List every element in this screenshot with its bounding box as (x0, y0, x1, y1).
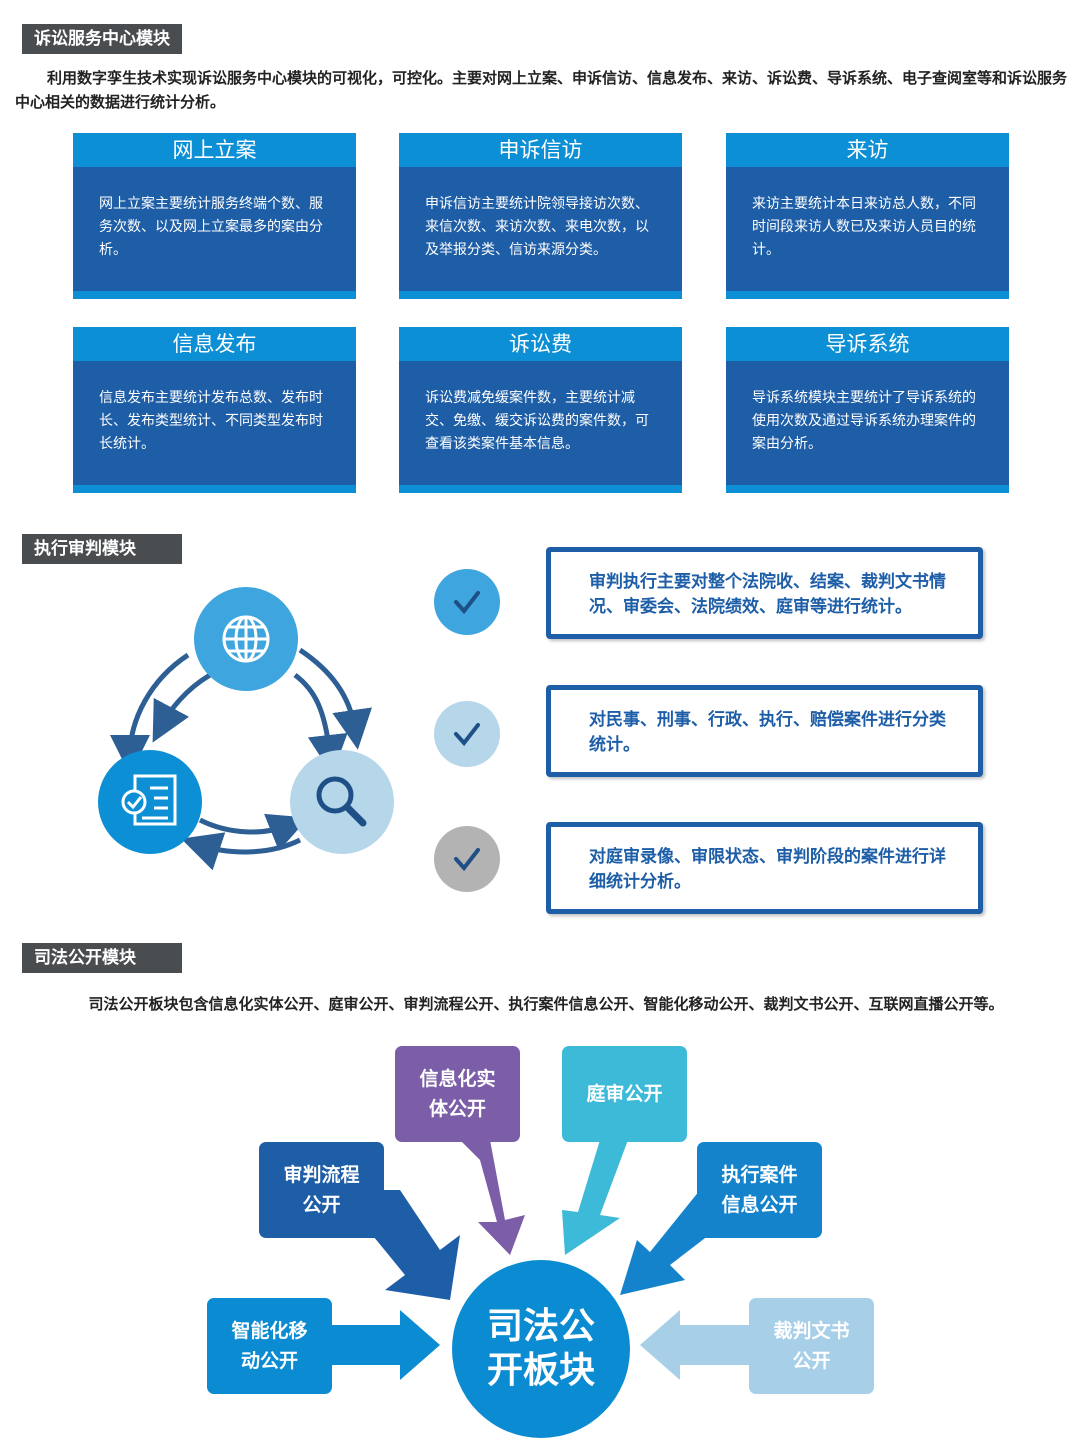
globe-icon (194, 587, 298, 691)
check-item-1 (434, 569, 500, 635)
document-check-icon (98, 750, 202, 854)
cycle-arrow (293, 673, 348, 775)
arrow-judgment-docs (640, 1310, 760, 1380)
card-text: 信息发布主要统计发布总数、发布时长、发布类型统计、不同类型发布时长统计。 (99, 390, 323, 452)
arrow-mobile (332, 1310, 440, 1380)
execution-text-box: 对民事、刑事、行政、执行、赔偿案件进行分类统计。 (546, 685, 983, 777)
card-footer-bar (73, 291, 356, 299)
box-trial-process: 审判流程公开 (259, 1142, 384, 1238)
execution-text: 对庭审录像、审限状态、审判阶段的案件进行详细统计分析。 (589, 847, 946, 892)
cycle-diagram (98, 587, 394, 870)
box-court-hearing: 庭审公开 (562, 1046, 687, 1142)
card-petition: 申诉信访 申诉信访主要统计院领导接访次数、来信次数、来访次数、来电次数，以及举报… (399, 133, 682, 299)
card-title: 信息发布 (73, 327, 356, 361)
box-label: 庭审公开 (586, 1083, 663, 1105)
cycle-arrow (181, 832, 302, 870)
card-text: 诉讼费减免缓案件数，主要统计减交、免缴、缓交诉讼费的案件数，可查看该类案件基本信… (425, 390, 649, 452)
card-title: 导诉系统 (726, 327, 1009, 361)
box-label: 信息化实体公开 (419, 1068, 496, 1120)
cycle-arrow (152, 672, 212, 743)
card-footer-bar (399, 485, 682, 493)
card-title: 诉讼费 (399, 327, 682, 361)
card-footer-bar (726, 291, 1009, 299)
card-text: 来访主要统计本日来访总人数，不同时间段来访人数已及来访人员目的统计。 (752, 196, 976, 258)
card-text: 网上立案主要统计服务终端个数、服务次数、以及网上立案最多的案由分析。 (99, 196, 323, 258)
cycle-arrow (110, 652, 190, 775)
cycle-arrow (198, 813, 309, 851)
card-online-filing: 网上立案 网上立案主要统计服务终端个数、服务次数、以及网上立案最多的案由分析。 (73, 133, 356, 299)
box-label: 智能化移动公开 (231, 1320, 308, 1372)
execution-text-box: 对庭审录像、审限状态、审判阶段的案件进行详细统计分析。 (546, 822, 983, 914)
hub-label: 司法公开板块 (486, 1306, 595, 1391)
card-footer-bar (399, 291, 682, 299)
section-tag-litigation: 诉讼服务中心模块 (22, 24, 182, 54)
execution-text-box: 审判执行主要对整个法院收、结案、裁判文书情况、审委会、法院绩效、庭审等进行统计。 (546, 547, 983, 639)
cycle-arrow (298, 647, 372, 750)
checkmark-icon (434, 569, 500, 635)
card-visit: 来访 来访主要统计本日来访总人数，不同时间段来访人数已及来访人员目的统计。 (726, 133, 1009, 299)
box-judgment-docs: 裁判文书公开 (749, 1298, 874, 1394)
card-guidance-system: 导诉系统 导诉系统模块主要统计了导诉系统的使用次数及通过导诉系统办理案件的案由分… (726, 327, 1009, 493)
section-intro-litigation: 利用数字孪生技术实现诉讼服务中心模块的可视化，可控化。主要对网上立案、申诉信访、… (15, 69, 1068, 111)
card-text: 导诉系统模块主要统计了导诉系统的使用次数及通过导诉系统办理案件的案由分析。 (752, 390, 976, 452)
section-tag-judicial-openness: 司法公开模块 (22, 943, 182, 973)
box-label: 执行案件信息公开 (721, 1164, 798, 1216)
check-item-2 (434, 701, 500, 767)
hub-judicial-openness: 司法公开板块 (452, 1260, 630, 1438)
card-title: 来访 (726, 133, 1009, 167)
section-intro-judicial-openness: 司法公开板块包含信息化实体公开、庭审公开、审判流程公开、执行案件信息公开、智能化… (88, 995, 1004, 1013)
card-footer-bar (73, 485, 356, 493)
card-title: 申诉信访 (399, 133, 682, 167)
section-tag-execution: 执行审判模块 (22, 534, 182, 564)
box-label: 裁判文书公开 (773, 1320, 850, 1372)
box-info-entity: 信息化实体公开 (395, 1046, 520, 1142)
card-info-release: 信息发布 信息发布主要统计发布总数、发布时长、发布类型统计、不同类型发布时长统计… (73, 327, 356, 493)
box-execution-case: 执行案件信息公开 (697, 1142, 822, 1238)
execution-text: 审判执行主要对整个法院收、结案、裁判文书情况、审委会、法院绩效、庭审等进行统计。 (589, 572, 946, 617)
card-title: 网上立案 (73, 133, 356, 167)
execution-text: 对民事、刑事、行政、执行、赔偿案件进行分类统计。 (589, 710, 946, 755)
checkmark-icon (434, 826, 500, 892)
checkmark-icon (434, 701, 500, 767)
arrow-info-entity (460, 1140, 525, 1255)
arrow-court-hearing (562, 1140, 628, 1255)
box-label: 审判流程公开 (283, 1164, 360, 1216)
arrow-trial-process (360, 1190, 460, 1300)
card-text: 申诉信访主要统计院领导接访次数、来信次数、来访次数、来电次数，以及举报分类、信访… (425, 196, 649, 258)
card-litigation-fee: 诉讼费 诉讼费减免缓案件数，主要统计减交、免缴、缓交诉讼费的案件数，可查看该类案… (399, 327, 682, 493)
card-footer-bar (726, 485, 1009, 493)
box-mobile: 智能化移动公开 (207, 1298, 332, 1394)
check-item-3 (434, 826, 500, 892)
magnifier-icon (290, 750, 394, 854)
